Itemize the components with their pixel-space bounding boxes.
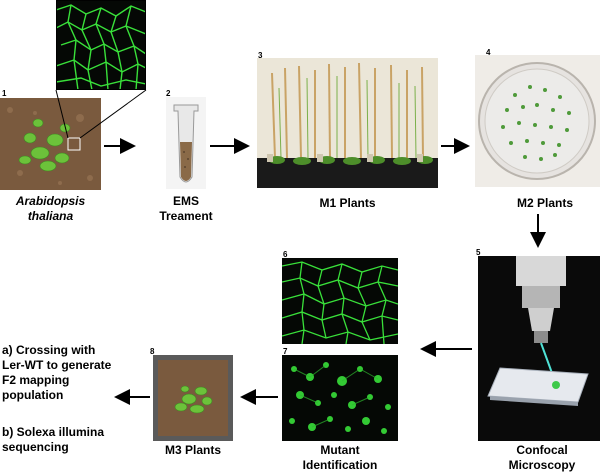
step-7-label: Mutant Identification xyxy=(295,443,385,473)
confocal-image-7 xyxy=(282,355,398,441)
step-number: 1 xyxy=(2,89,6,98)
outcome-line: sequencing xyxy=(2,440,122,455)
step-1-label: Arabidopsis thaliana xyxy=(0,194,101,224)
step-3-label: M1 Plants xyxy=(257,196,438,211)
outcome-b: b) Solexa illumina sequencing xyxy=(2,425,122,455)
step-2-label: EMS Treament xyxy=(150,194,222,224)
m2-plants-dish-photo xyxy=(475,55,600,187)
label-line: EMS xyxy=(150,194,222,209)
m3-plants-photo xyxy=(153,355,233,441)
m1-plants-photo xyxy=(257,58,438,188)
outcome-line: F2 mapping xyxy=(2,373,122,388)
label-line: Microscopy xyxy=(484,458,600,473)
label-line: Arabidopsis xyxy=(0,194,101,209)
label-line: Mutant xyxy=(295,443,385,458)
label-line: Confocal xyxy=(484,443,600,458)
confocal-image-6 xyxy=(282,258,398,344)
outcome-line: a) Crossing with xyxy=(2,343,122,358)
step-4-label: M2 Plants xyxy=(490,196,600,211)
outcome-line: population xyxy=(2,388,122,403)
label-line: thaliana xyxy=(0,209,101,224)
step-8-label: M3 Plants xyxy=(153,443,233,458)
outcome-line: Ler-WT to generate xyxy=(2,358,122,373)
confocal-microscope-photo xyxy=(478,256,600,441)
label-line: Identification xyxy=(295,458,385,473)
inset-frame xyxy=(56,0,146,90)
label-line: Treament xyxy=(150,209,222,224)
outcome-line: b) Solexa illumina xyxy=(2,425,122,440)
ems-tube-photo xyxy=(166,97,206,189)
step-5-label: Confocal Microscopy xyxy=(484,443,600,473)
outcome-a: a) Crossing with Ler-WT to generate F2 m… xyxy=(2,343,122,403)
arabidopsis-photo xyxy=(0,98,101,190)
